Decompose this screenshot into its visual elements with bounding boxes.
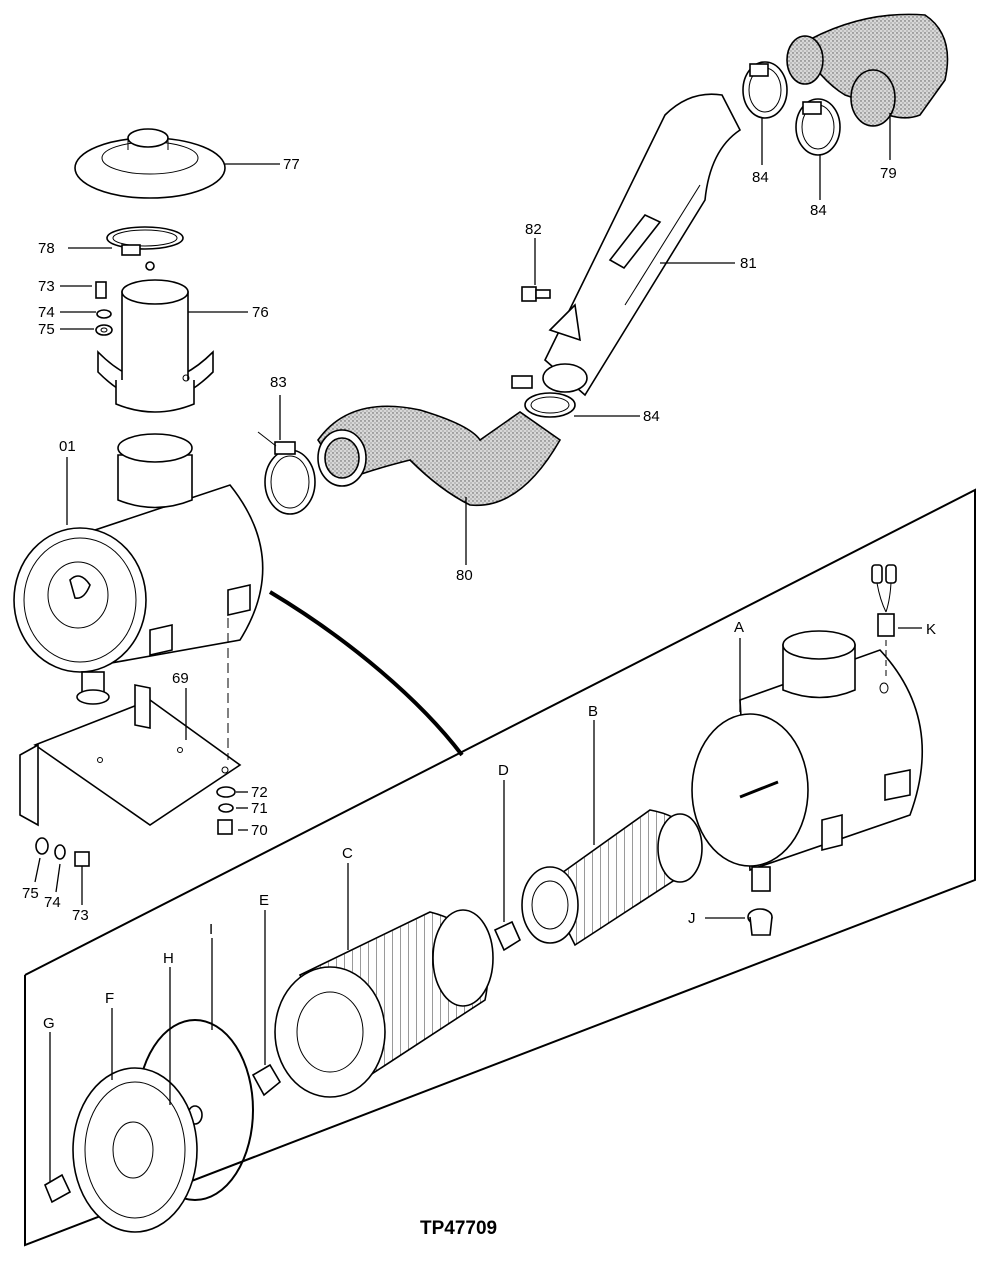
intake-hose [317,405,562,507]
callout-84-upper-left: 84 [752,169,769,186]
callout-C: C [342,845,353,862]
callout-82: 82 [525,221,542,238]
callout-83: 83 [270,374,287,391]
hose-clamp-83 [257,431,316,515]
hose-clamp-84-middle [511,375,576,418]
adapter-tube [97,279,214,413]
air-cleaner-assembly [13,433,264,705]
wing-nut-D [493,920,522,952]
callout-78: 78 [38,240,55,257]
pipe-bolt [521,286,551,302]
hose-clamp-84-upper-left [742,61,788,119]
detail-frame [24,488,976,1247]
safety-element-B [521,809,703,947]
callout-71: 71 [251,800,268,817]
callout-H: H [163,950,174,967]
callout-J: J [688,910,696,927]
callout-E: E [259,892,269,909]
primary-element-C [274,909,494,1098]
callout-73-lower: 73 [72,907,89,924]
upper-hardware-set [95,281,113,336]
callout-73-upper: 73 [38,278,55,295]
precleaner-cap [74,128,226,199]
callout-75-lower: 75 [22,885,39,902]
detail-pointer-line [268,590,464,757]
sensor-K [871,564,897,637]
lower-left-hardware [35,837,90,867]
callout-84-middle: 84 [643,408,660,425]
intake-pipe [542,93,742,397]
mounting-bracket [19,684,242,827]
callout-74-lower: 74 [44,894,61,911]
housing-A [691,630,924,872]
callout-79: 79 [880,165,897,182]
callout-G: G [43,1015,55,1032]
callout-I: I [209,921,213,938]
callout-70: 70 [251,822,268,839]
callout-F: F [105,990,114,1007]
leader-lines [34,113,922,1182]
callout-74-upper: 74 [38,304,55,321]
callout-B: B [588,703,598,720]
elbow-hose [786,13,949,127]
callout-D: D [498,762,509,779]
wing-nut-E [251,1063,282,1097]
valve-J [747,866,773,936]
callout-84-upper-right: 84 [810,202,827,219]
upper-clamp [106,226,184,271]
callout-69: 69 [172,670,189,687]
cover-F [72,1067,198,1233]
callout-A: A [734,619,744,636]
callout-75-upper: 75 [38,321,55,338]
hose-clamp-84-upper-right [795,98,841,156]
callout-81: 81 [740,255,757,272]
callout-01: 01 [59,438,76,455]
callout-80: 80 [456,567,473,584]
figure-id: TP47709 [420,1218,497,1239]
callout-K: K [926,621,936,638]
callout-72: 72 [251,784,268,801]
callout-77: 77 [283,156,300,173]
wing-nut-G [43,1173,72,1204]
lower-right-hardware [216,786,236,835]
callout-76: 76 [252,304,269,321]
